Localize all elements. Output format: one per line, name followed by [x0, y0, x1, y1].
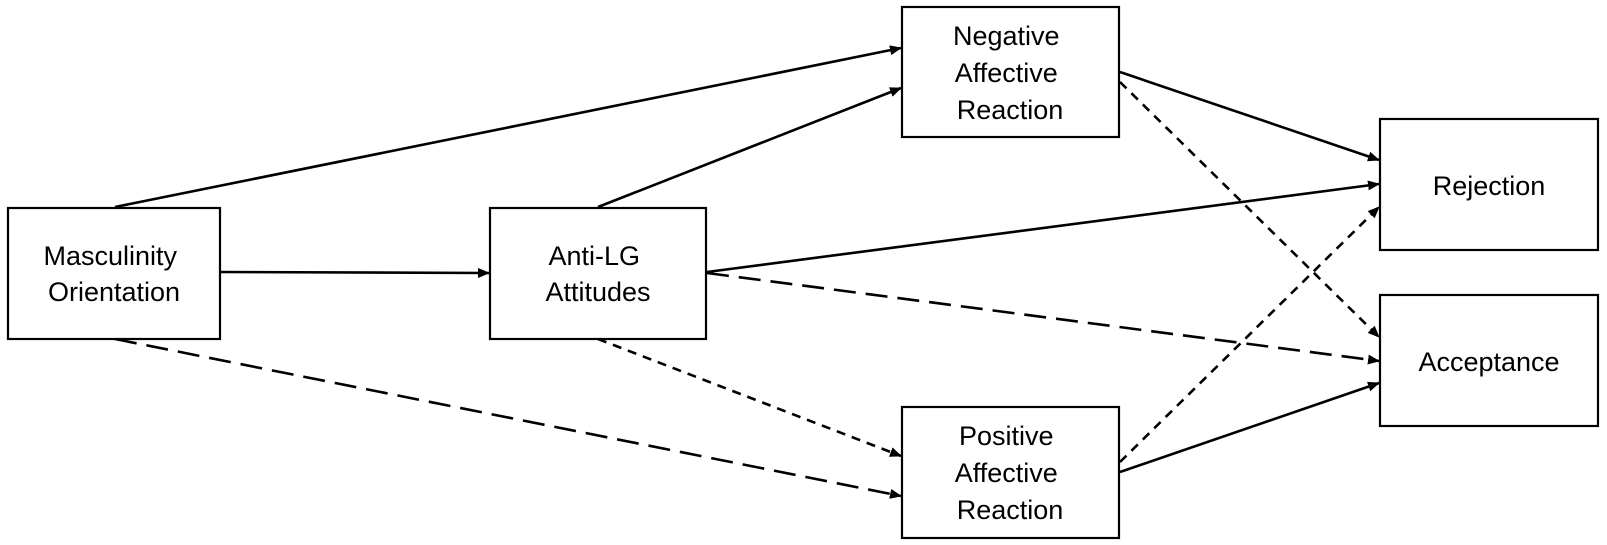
- arrow-anti-lg-to-acceptance: [706, 271, 1380, 365]
- node-label-line: Affective: [955, 458, 1058, 488]
- node-rejection: Rejection: [1378, 117, 1600, 252]
- node-label-line: Rejection: [1433, 171, 1546, 201]
- node-label-line: Masculinity: [43, 241, 177, 271]
- node-label-line: Orientation: [48, 277, 180, 307]
- node-label-line: Anti-LG: [548, 241, 640, 271]
- node-label-line: Reaction: [957, 95, 1064, 125]
- node-box: [6, 206, 222, 341]
- svg-text:Acceptance: Acceptance: [1418, 347, 1559, 377]
- arrow-negative-to-rejection: [1119, 70, 1380, 162]
- node-box: [900, 405, 1121, 540]
- node-box: [1378, 117, 1600, 252]
- node-masculinity-orientation: Masculinity Orientation: [6, 206, 222, 341]
- arrow-anti-lg-to-rejection: [706, 180, 1380, 274]
- arrow-anti-lg-to-negative: [597, 86, 902, 209]
- edges: [114, 45, 1380, 499]
- node-box: [488, 206, 708, 341]
- node-anti-lg-attitudes: Anti-LG Attitudes: [488, 206, 708, 341]
- node-label-line: Reaction: [957, 495, 1064, 525]
- arrow-masculinity-to-positive: [114, 337, 902, 499]
- arrow-positive-to-acceptance: [1119, 381, 1380, 474]
- node-box: [900, 5, 1121, 139]
- node-label-line: Acceptance: [1418, 347, 1559, 377]
- svg-text:Rejection: Rejection: [1433, 171, 1546, 201]
- svg-text:Anti-LG Attitudes: Anti-LG Attitudes: [545, 241, 650, 307]
- node-box: [1378, 293, 1600, 428]
- svg-text:Masculinity Orientation: Masculinity Orientation: [43, 241, 184, 307]
- node-label-line: Attitudes: [545, 277, 650, 307]
- node-negative-affective-reaction: Negative Affective Reaction: [900, 5, 1121, 139]
- svg-text:Positive Affective: Positive Affective Reaction: [955, 421, 1066, 525]
- arrow-negative-to-acceptance: [1119, 81, 1380, 338]
- svg-text:Negative Affective: Negative Affective Reaction: [953, 21, 1067, 125]
- arrow-masculinity-to-anti-lg: [219, 267, 490, 278]
- node-acceptance: Acceptance: [1378, 293, 1600, 428]
- node-label-line: Positive: [959, 421, 1054, 451]
- node-label-line: Affective: [955, 58, 1058, 88]
- arrow-anti-lg-to-positive: [597, 337, 902, 458]
- node-positive-affective-reaction: Positive Affective Reaction: [900, 405, 1121, 540]
- arrow-masculinity-to-negative: [114, 45, 902, 209]
- arrow-positive-to-rejection: [1119, 206, 1380, 463]
- node-label-line: Negative: [953, 21, 1060, 51]
